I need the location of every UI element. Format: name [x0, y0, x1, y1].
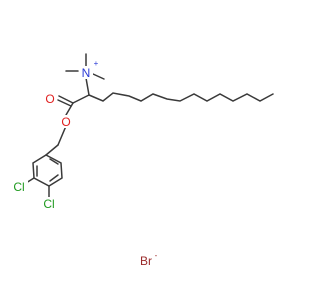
chlorine-label-1: Cl [13, 180, 24, 194]
bond-ester-oxygen-ch2 [57, 125, 67, 146]
chlorine-atom-1: Cl [10, 180, 28, 194]
bond-n-methyl-right [92, 73, 105, 80]
bromide-charge-label: - [155, 251, 158, 260]
bond-carbonyl-double-1 [58, 95, 74, 104]
bromide-ion: Br - [140, 251, 158, 268]
aromatic-double-bond-2 [49, 174, 59, 182]
bond-n-alpha-carbon [85, 77, 90, 96]
bond-layer [25, 53, 274, 199]
bond-alkyl-chain [88, 92, 274, 102]
chemical-structure-canvas: N + O O Cl Cl Br - [10, 53, 274, 268]
chlorine-label-2: Cl [43, 197, 54, 211]
bond-alpha-carbonyl-carbon [72, 94, 90, 104]
aromatic-double-bond-1 [49, 158, 59, 165]
atom-label-layer: N + O O Cl Cl Br - [10, 59, 158, 268]
bromide-label: Br [140, 254, 152, 268]
bond-ch2-ring [45, 144, 59, 156]
nitrogen-label: N [82, 66, 91, 80]
nitrogen-atom: N + [79, 59, 99, 80]
bond-carbonyl-ester-oxygen [65, 102, 74, 116]
nitrogen-charge-label: + [94, 59, 99, 68]
bond-carbonyl-double-2 [57, 99, 72, 107]
ester-oxygen-atom: O [59, 115, 72, 129]
ester-oxygen-label: O [61, 115, 70, 129]
chlorine-atom-2: Cl [39, 197, 59, 211]
carbonyl-oxygen-label: O [45, 92, 54, 106]
carbonyl-oxygen-atom: O [43, 92, 56, 106]
